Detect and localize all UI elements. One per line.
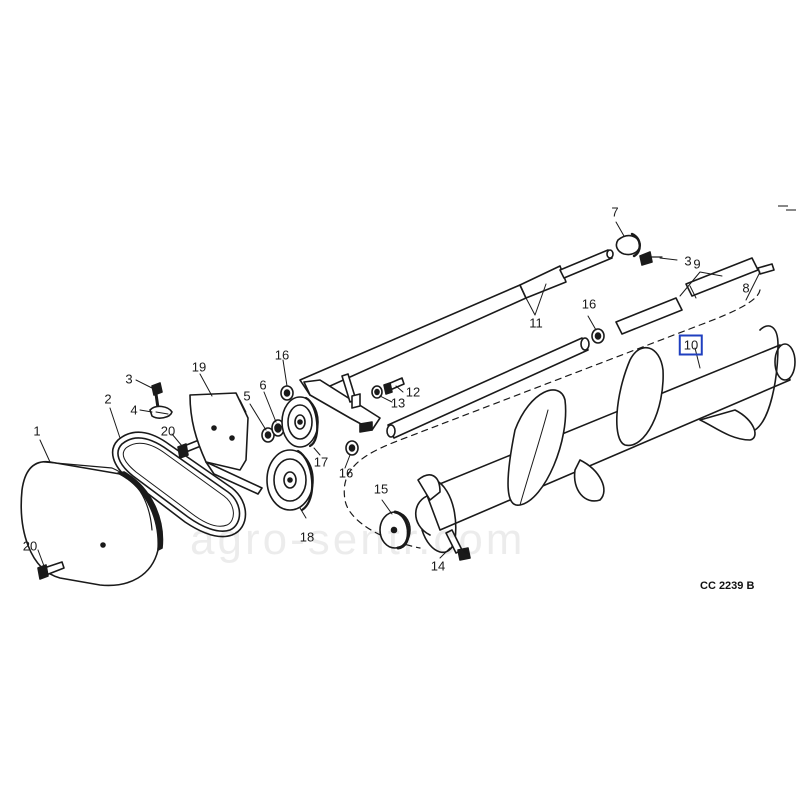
part-4-clip[interactable] xyxy=(149,405,173,419)
callout-16-a[interactable]: 16 xyxy=(274,347,290,363)
callout-16-c[interactable]: 16 xyxy=(581,296,597,312)
callout-10-selected[interactable]: 10 xyxy=(678,334,704,356)
dashed-outline xyxy=(343,289,761,549)
part-7-end-cap[interactable] xyxy=(615,232,641,258)
edge-mark xyxy=(778,205,788,207)
callout-1[interactable]: 1 xyxy=(33,423,41,439)
part-9-shafts[interactable] xyxy=(615,257,759,335)
part-16-nut-b[interactable] xyxy=(345,440,359,456)
part-12-bolt[interactable] xyxy=(383,377,405,395)
part-3-bolt-left[interactable] xyxy=(151,382,163,410)
catalog-code: CC 2239 B xyxy=(700,580,755,592)
callout-15[interactable]: 15 xyxy=(373,481,389,497)
part-16-nut-a[interactable] xyxy=(280,385,294,401)
callout-3-left[interactable]: 3 xyxy=(125,371,133,387)
callout-2[interactable]: 2 xyxy=(104,391,112,407)
callout-6[interactable]: 6 xyxy=(259,377,267,393)
watermark: agro-sentr.com xyxy=(190,515,526,564)
callout-7[interactable]: 7 xyxy=(611,204,619,220)
part-11-tube-frame[interactable] xyxy=(299,249,614,439)
callout-11[interactable]: 11 xyxy=(529,315,543,331)
callout-5[interactable]: 5 xyxy=(243,388,251,404)
callout-19[interactable]: 19 xyxy=(191,359,207,375)
part-20-bolt-lower[interactable] xyxy=(37,561,65,580)
callout-18[interactable]: 18 xyxy=(299,529,315,545)
part-3-screw-right[interactable] xyxy=(639,251,663,266)
part-14-bolt[interactable] xyxy=(445,529,471,561)
part-15-washer-disc[interactable] xyxy=(379,510,411,550)
callout-4[interactable]: 4 xyxy=(130,402,138,418)
part-10-auger[interactable] xyxy=(415,325,796,554)
part-17-pulley-upper[interactable] xyxy=(281,396,319,448)
callout-20-upper[interactable]: 20 xyxy=(160,423,176,439)
part-1-belt-guard[interactable] xyxy=(20,460,164,587)
part-8-key[interactable] xyxy=(757,263,775,275)
callout-3-right[interactable]: 3 xyxy=(684,253,692,269)
part-18-pulley-lower[interactable] xyxy=(266,449,314,512)
edge-mark xyxy=(786,209,796,211)
part-6-bushing[interactable] xyxy=(271,419,285,437)
part-2-v-belt[interactable] xyxy=(111,431,247,538)
part-19-bracket-plate[interactable] xyxy=(189,392,263,495)
leader-lines xyxy=(37,221,761,567)
callout-14[interactable]: 14 xyxy=(430,558,446,574)
callout-12[interactable]: 12 xyxy=(405,384,421,400)
callout-8[interactable]: 8 xyxy=(742,280,750,296)
callout-16-b[interactable]: 16 xyxy=(338,465,354,481)
callout-17[interactable]: 17 xyxy=(313,454,329,470)
part-16-nut-c[interactable] xyxy=(591,328,605,344)
callout-9[interactable]: 9 xyxy=(693,256,701,272)
callout-13[interactable]: 13 xyxy=(390,395,406,411)
part-13-nut[interactable] xyxy=(371,385,383,399)
callout-20-lower[interactable]: 20 xyxy=(22,538,38,554)
